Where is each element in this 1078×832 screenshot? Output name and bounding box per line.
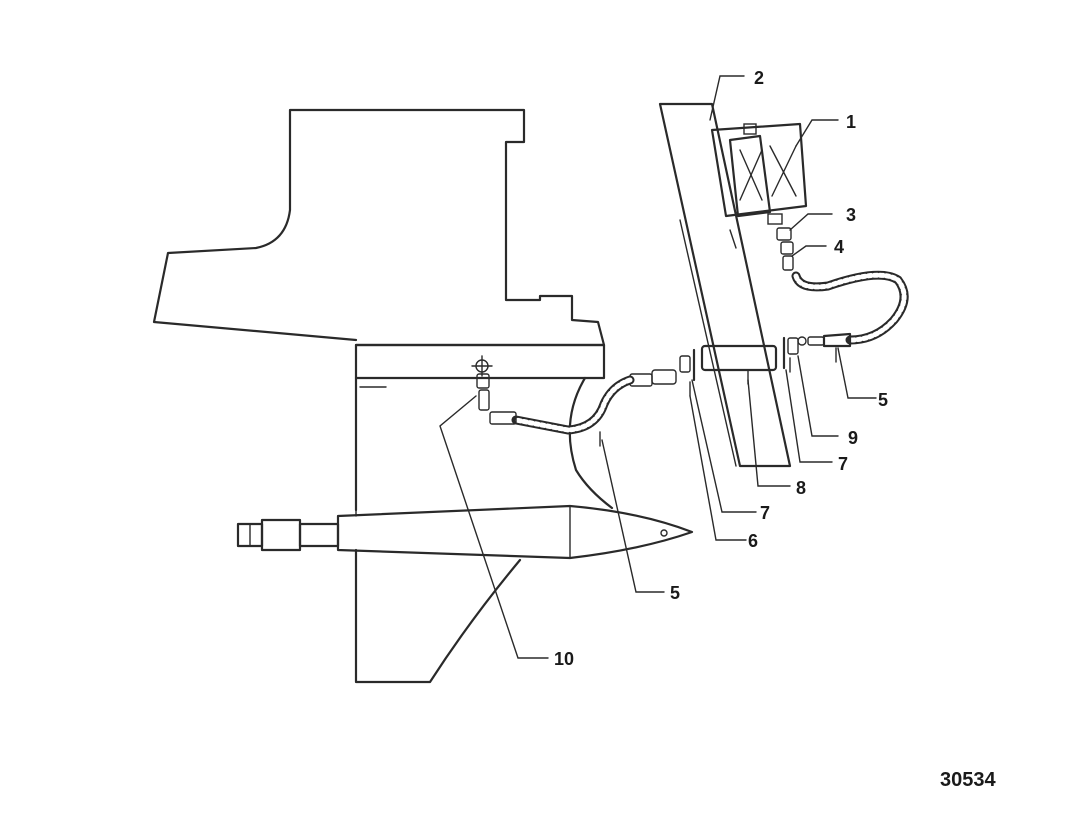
lower-fitting (471, 355, 493, 411)
callout-labels: 1 2 3 4 5 5 6 7 7 8 9 10 (554, 68, 888, 669)
lower-hose (489, 369, 677, 447)
callout-10: 10 (554, 649, 574, 669)
transom-plate (658, 102, 792, 468)
figure-number: 30534 (940, 769, 996, 791)
callout-3: 3 (846, 205, 856, 225)
gear-housing (152, 108, 694, 684)
callout-5-lower: 5 (670, 583, 680, 603)
reservoir-bracket (710, 122, 808, 249)
upper-hose (791, 270, 909, 363)
callout-6: 6 (748, 531, 758, 551)
transom-fitting (679, 336, 799, 397)
callout-4: 4 (834, 237, 844, 257)
callout-7-upper: 7 (838, 454, 848, 474)
callout-1: 1 (846, 112, 856, 132)
callout-2: 2 (754, 68, 764, 88)
callout-7-lower: 7 (760, 503, 770, 523)
callout-5-upper: 5 (878, 390, 888, 410)
upper-fittings (776, 227, 794, 271)
callout-8: 8 (796, 478, 806, 498)
callout-9: 9 (848, 428, 858, 448)
leader-lines (439, 75, 877, 659)
